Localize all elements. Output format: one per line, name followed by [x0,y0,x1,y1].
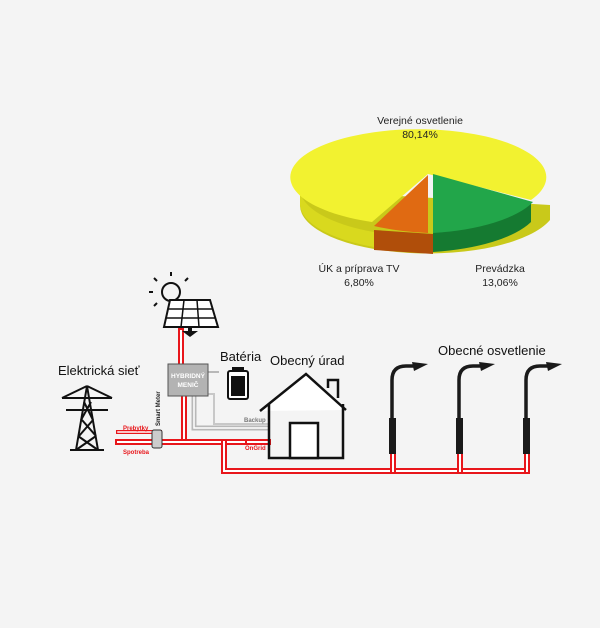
pie-chart [290,129,550,254]
battery-label: Batéria [220,349,262,364]
grid-label: Elektrická sieť [58,363,140,378]
inverter-label-2: MENIČ [178,380,199,389]
pie-label-prevadzka: Prevádzka 13,06% [460,262,540,290]
street-lamp-2 [456,362,495,454]
pie-label-uk-value: 6,80% [344,277,374,289]
pie-slice-verejne-side-front [300,190,374,247]
pie-label-uk: ÚK a príprava TV 6,80% [307,262,411,290]
pie-label-uk-name: ÚK a príprava TV [318,263,400,275]
pie-label-verejne-name: Verejné osvetlenie [377,115,463,127]
pie-label-verejne: Verejné osvetlenie 80,14% [368,114,472,142]
backup-label: Backup [244,418,266,424]
street-lamp-1 [389,362,428,454]
pie-label-verejne-value: 80,14% [402,129,438,141]
street-lamp-3 [523,362,562,454]
house-icon [259,372,347,460]
pie-slice-prevadzka-top [433,174,533,233]
pie-label-prevadzka-value: 13,06% [482,277,518,289]
ongrid-label: OnGrid [245,446,266,452]
pie-slice-uk-top [374,175,428,233]
prebytky-label: Prebytky [123,426,149,432]
battery-icon [227,367,249,400]
smart-meter [151,429,163,449]
pie-label-prevadzka-name: Prevádzka [475,263,525,275]
lighting-label: Obecné osvetlenie [438,343,546,358]
solar-panel-icon [162,299,220,337]
hybrid-inverter [167,363,209,397]
office-label: Obecný úrad [270,353,345,368]
pie-slice-verejne-top [290,129,547,222]
spotreba-label: Spotreba [123,450,150,456]
inverter-label-1: HYBRIDNÝ [171,371,206,380]
pie-slice-uk-side [374,230,433,254]
smart-meter-label: Smart Meter [156,391,162,426]
pylon-icon [61,385,113,451]
